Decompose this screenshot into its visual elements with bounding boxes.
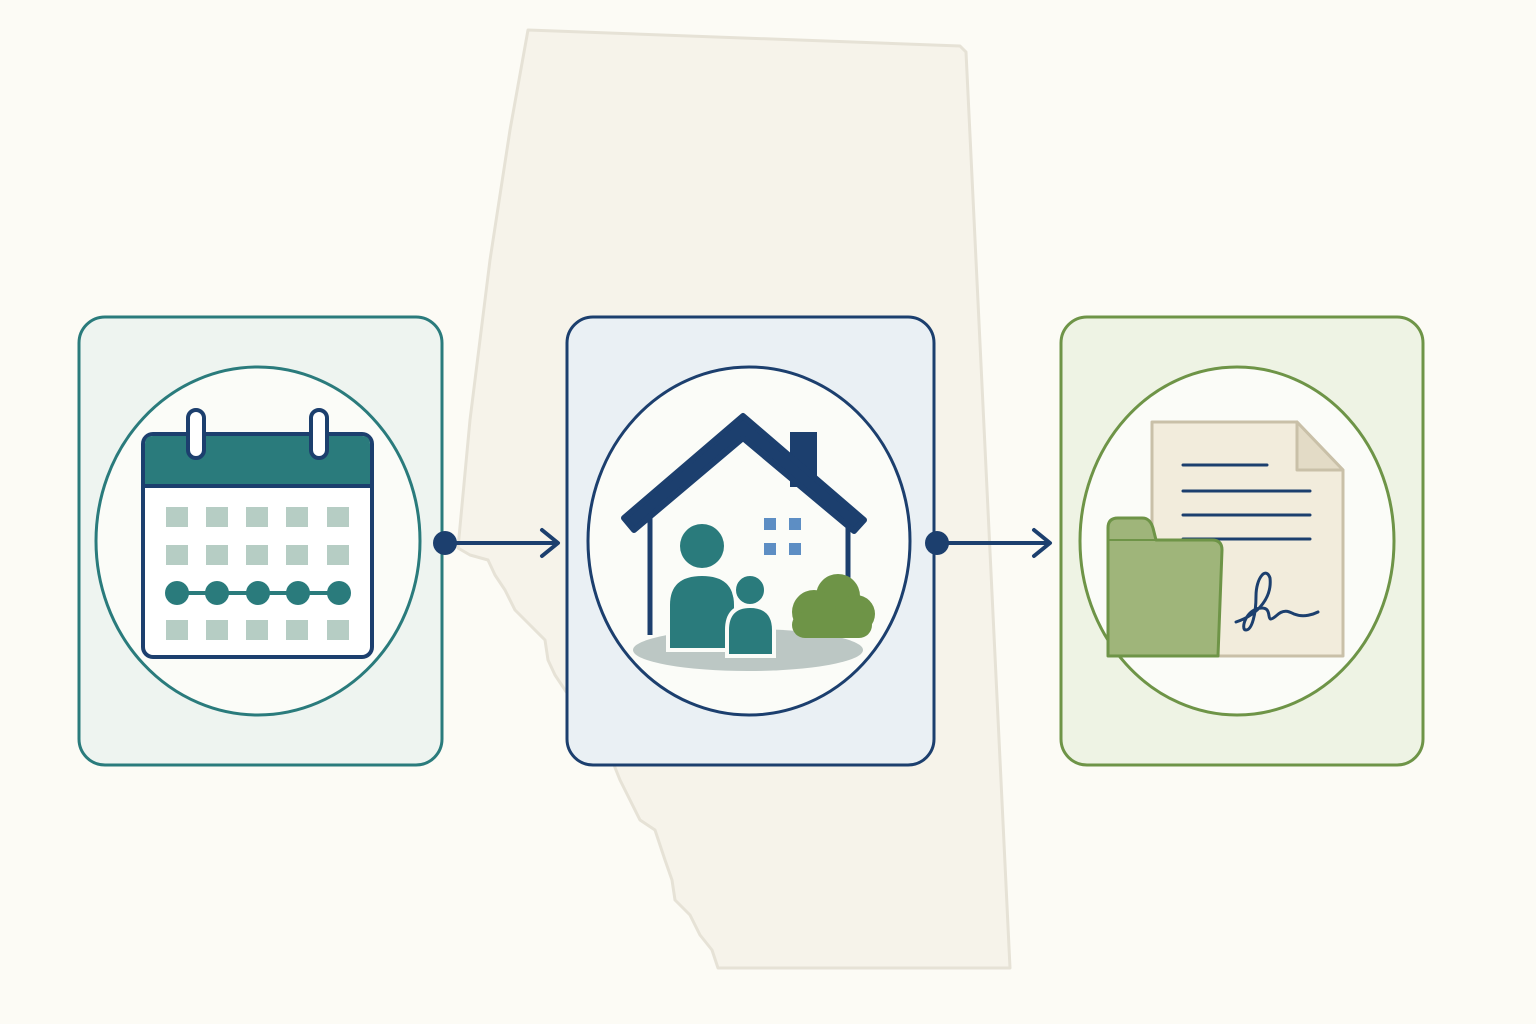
signed-document-folder-icon [1106, 420, 1345, 658]
connector-arrow-1 [433, 528, 560, 558]
step-card-calendar [77, 315, 444, 767]
connector-arrow-2 [925, 528, 1052, 558]
house-family-icon [621, 413, 875, 671]
step-card-signed-documents [1059, 315, 1425, 767]
calendar-icon [141, 408, 374, 659]
step-card-home-family [565, 315, 936, 767]
